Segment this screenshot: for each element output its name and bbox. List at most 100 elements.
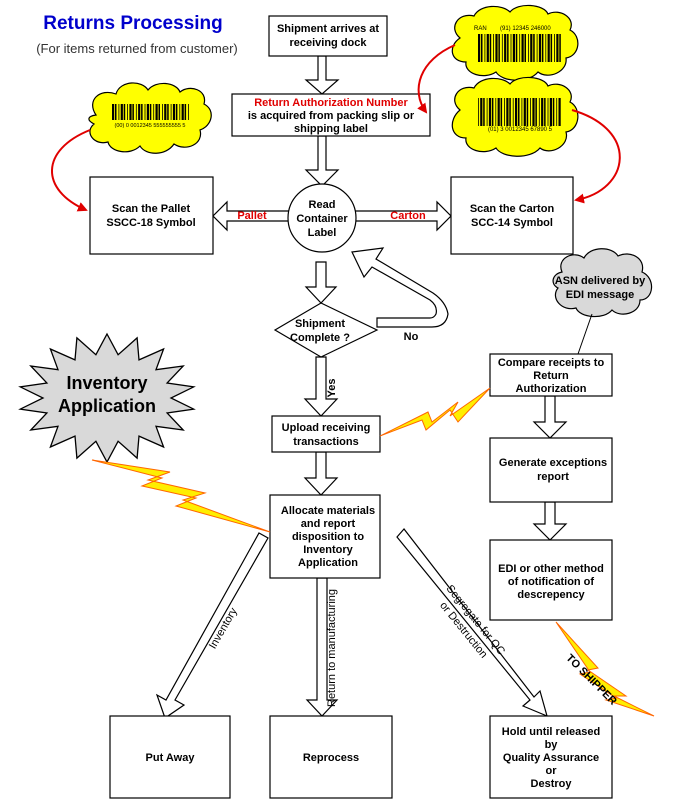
barcode-bar <box>181 104 184 120</box>
barcode-bar <box>504 98 505 126</box>
box-shipment-arrives <box>268 15 388 57</box>
arrow-allocate-to-reprocess <box>305 577 339 717</box>
carton-barcode-cloud-bottom: (01) 3 0012345 67890 5 <box>451 76 579 157</box>
barcode-bar <box>120 104 123 120</box>
box-return-authorization-line2: shipping label <box>294 123 368 135</box>
barcode-bar <box>504 34 507 62</box>
barcode-bar <box>544 98 546 126</box>
box-shipment-arrives-line2: receiving dock <box>289 37 367 49</box>
barcode-bar <box>530 34 533 62</box>
barcode-bar <box>524 34 526 62</box>
box-edi-line2: of notification of <box>508 576 594 588</box>
box-upload-line1: Upload receiving <box>282 422 371 434</box>
barcode-bar <box>512 34 515 62</box>
box-hold-line2: by <box>545 739 559 751</box>
barcode-bar <box>167 104 169 120</box>
barcode-bar <box>515 98 518 126</box>
page-subtitle: (For items returned from customer) <box>36 41 238 56</box>
barcode-bar <box>155 104 158 120</box>
barcode-bar <box>184 104 187 120</box>
box-allocate-line4: Inventory <box>303 544 353 556</box>
box-scan-carton <box>450 176 574 255</box>
red-arrow-ran-link <box>417 44 456 114</box>
circle-read-container-label <box>287 183 357 253</box>
barcode-bar <box>545 34 547 62</box>
barcode-bar <box>547 98 549 126</box>
arrow-upload-to-allocate <box>303 451 339 496</box>
barcode-bar <box>118 104 120 120</box>
barcode-bar <box>500 98 503 126</box>
box-edi-notification <box>489 539 613 621</box>
box-put-away-label: Put Away <box>146 752 196 764</box>
barcode-bar <box>478 34 481 62</box>
arrow-ran-to-read <box>304 135 340 187</box>
barcode-bar <box>519 34 521 62</box>
box-scan-pallet <box>89 176 214 255</box>
carton-bottom-text: (01) 3 0012345 67890 5 <box>488 127 553 133</box>
box-compare-line1: Compare receipts to <box>498 357 605 369</box>
carton-bottom-barcode-icon <box>478 98 561 126</box>
box-hold-line4: or <box>546 765 558 777</box>
barcode-bar <box>530 98 531 126</box>
barcode-bar <box>188 104 189 120</box>
arrow-allocate-to-hold <box>396 528 548 718</box>
arrow-complete-to-upload <box>303 356 339 417</box>
barcode-bar <box>480 98 483 126</box>
barcode-bar <box>518 98 520 126</box>
pallet-barcode-text: (00) 0 0012345 555555555 5 <box>115 123 186 129</box>
barcode-bar <box>535 98 537 126</box>
lightning-bolt-upload <box>379 387 491 437</box>
barcode-bar <box>112 104 115 120</box>
box-scan-pallet-line2: SSCC-18 Symbol <box>106 217 195 229</box>
box-hold-line1: Hold until released <box>502 726 600 738</box>
label-return-to-manufacturing: Return to manufacturing <box>326 589 338 707</box>
barcode-bar <box>127 104 128 120</box>
barcode-bar <box>497 98 500 126</box>
barcode-bar <box>512 98 514 126</box>
box-compare-line2: Return <box>533 370 569 382</box>
box-exceptions-line1: Generate exceptions <box>499 457 607 469</box>
barcode-bar <box>175 104 178 120</box>
barcode-bar <box>172 104 176 120</box>
arrow-read-to-carton <box>354 200 452 232</box>
barcode-bar <box>495 98 497 126</box>
barcode-bar <box>556 98 558 126</box>
barcode-bar <box>158 104 160 120</box>
circle-read-line1: Read <box>309 199 336 211</box>
asn-line2: EDI message <box>566 289 634 301</box>
barcode-bar <box>532 98 535 126</box>
label-pallet: Pallet <box>237 210 267 222</box>
box-upload-line2: transactions <box>293 436 358 448</box>
barcode-bar <box>547 34 550 62</box>
box-put-away <box>109 715 231 799</box>
starburst-line2: Application <box>58 396 156 416</box>
barcode-bar <box>552 98 555 126</box>
box-edi-line3: descrepency <box>517 589 585 601</box>
barcode-bar <box>533 34 535 62</box>
label-yes: Yes <box>326 379 338 398</box>
barcode-bar <box>510 34 512 62</box>
barcode-bar <box>515 34 518 62</box>
label-carton: Carton <box>390 210 426 222</box>
barcode-bar <box>135 104 137 120</box>
red-arrow-to-pallet <box>51 129 91 212</box>
barcode-bar <box>486 98 488 126</box>
arrow-allocate-to-putaway <box>155 532 269 719</box>
arrow-read-to-pallet <box>212 200 291 232</box>
box-scan-carton-line1: Scan the Carton <box>470 203 555 215</box>
page-title: Returns Processing <box>43 13 223 34</box>
box-hold-line3: Quality Assurance <box>503 752 599 764</box>
barcode-bar <box>509 98 511 126</box>
barcode-bar <box>501 34 503 62</box>
box-edi-line1: EDI or other method <box>498 563 604 575</box>
box-generate-exceptions <box>489 437 613 503</box>
barcode-bar <box>491 98 494 126</box>
barcode-bar <box>123 104 126 120</box>
barcode-bar <box>129 104 132 120</box>
box-return-authorization-line1: is acquired from packing slip or <box>248 110 415 122</box>
arrow-compare-to-exceptions <box>532 395 568 439</box>
barcode-bar <box>538 98 540 126</box>
barcode-bar <box>538 34 542 62</box>
box-allocate-line5: Application <box>298 557 358 569</box>
barcode-bar <box>486 34 489 62</box>
